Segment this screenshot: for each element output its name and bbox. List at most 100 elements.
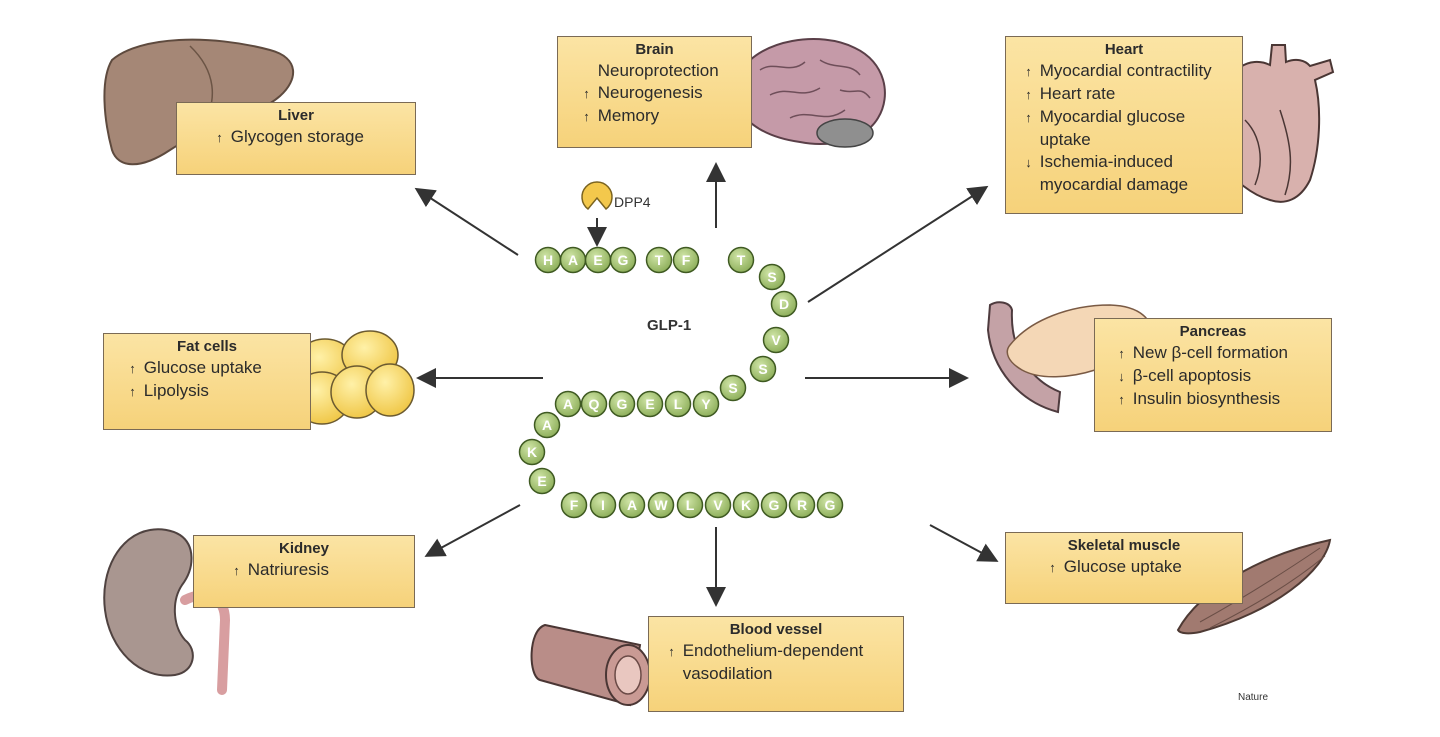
heart-title: Heart — [1104, 41, 1144, 58]
dpp4-label: DPP4 — [614, 194, 651, 210]
effect-item: ↑ Glucose uptake — [1046, 556, 1242, 579]
peptide-residue-label: F — [570, 497, 579, 513]
effect-item: ↑ Glycogen storage — [213, 126, 415, 149]
peptide-bead — [676, 491, 704, 519]
effect-item: ↑ Glucose uptake — [126, 357, 310, 380]
peptide-residue-label: A — [563, 396, 573, 412]
blood-vessel-illustration — [530, 623, 651, 707]
peptide-residue-label: E — [645, 396, 654, 412]
effect-text: Heart rate — [1035, 84, 1116, 103]
arrow-liver — [414, 187, 519, 256]
peptide-residue-label: A — [568, 252, 578, 268]
peptide-bead — [647, 491, 675, 519]
credit-label: Nature — [1238, 692, 1269, 703]
peptide-bead — [533, 411, 561, 439]
peptide-residue-label: G — [769, 497, 780, 513]
blood-vessel-effects: ↑ Endothelium-dependent vasodilation — [649, 640, 903, 685]
fat-cells-illustration — [293, 330, 415, 425]
up-arrow-icon: ↑ — [1025, 87, 1032, 102]
peptide-bead — [704, 491, 732, 519]
heart-box: Heart ↑ Myocardial contractility↑ Heart … — [1005, 36, 1243, 214]
peptide-residue-label: S — [728, 380, 737, 396]
effect-text: Neurogenesis — [593, 83, 703, 102]
arrow-muscle — [929, 524, 999, 562]
brain-box: Brain Neuroprotection↑ Neurogenesis↑ Mem… — [557, 36, 752, 148]
effect-item: ↑ Natriuresis — [230, 559, 414, 582]
fat-cells-title: Fat cells — [176, 338, 238, 355]
heart-effects: ↑ Myocardial contractility↑ Heart rate↑ … — [1006, 60, 1242, 196]
peptide-residue-label: Y — [701, 396, 711, 412]
peptide-bead — [618, 491, 646, 519]
liver-title: Liver — [278, 107, 314, 124]
blood-vessel-title: Blood vessel — [729, 621, 823, 638]
peptide-residue-label: F — [682, 252, 691, 268]
kidney-effects: ↑ Natriuresis — [194, 559, 414, 582]
dpp4-enzyme-icon — [581, 181, 613, 211]
peptide-residue-label: V — [713, 497, 723, 513]
peptide-bead — [727, 246, 755, 274]
peptide-residue-label: S — [758, 361, 767, 377]
up-arrow-icon: ↑ — [1118, 346, 1125, 361]
effect-item: ↓ Ischemia-induced — [1022, 151, 1242, 174]
peptide-residue-label: W — [654, 497, 668, 513]
up-arrow-icon: ↑ — [1118, 392, 1125, 407]
peptide-residue-label: D — [779, 296, 789, 312]
effect-item: ↑ Lipolysis — [126, 380, 310, 403]
peptide-bead — [692, 390, 720, 418]
kidney-box: Kidney ↑ Natriuresis — [193, 535, 415, 608]
blood-vessel-box: Blood vessel ↑ Endothelium-dependent vas… — [648, 616, 904, 712]
peptide-bead — [732, 491, 760, 519]
down-arrow-icon: ↓ — [1118, 369, 1125, 384]
up-arrow-icon: ↑ — [1025, 110, 1032, 125]
effect-text: myocardial damage — [1035, 175, 1189, 194]
up-arrow-icon: ↑ — [129, 384, 136, 399]
up-arrow-icon: ↑ — [1049, 560, 1056, 575]
peptide-residue-label: G — [825, 497, 836, 513]
peptide-bead — [608, 390, 636, 418]
peptide-bead — [760, 491, 788, 519]
up-arrow-icon: ↑ — [668, 644, 675, 659]
effect-text: Endothelium-dependent — [678, 641, 864, 660]
peptide-residue-label: V — [771, 332, 781, 348]
brain-title: Brain — [635, 41, 674, 58]
peptide-residue-label: I — [601, 497, 605, 513]
effect-text: New β-cell formation — [1128, 343, 1288, 362]
effect-item: ↑ Neurogenesis — [580, 82, 751, 105]
peptide-bead — [749, 355, 777, 383]
skeletal-muscle-effects: ↑ Glucose uptake — [1006, 556, 1242, 579]
peptide-residue-label: L — [674, 396, 683, 412]
peptide-residue-label: G — [617, 396, 628, 412]
pancreas-box: Pancreas ↑ New β-cell formation↓ β-cell … — [1094, 318, 1332, 432]
effect-item: myocardial damage — [1022, 174, 1242, 196]
effect-text: Lipolysis — [139, 381, 209, 400]
effect-text: Insulin biosynthesis — [1128, 389, 1281, 408]
up-arrow-icon: ↑ — [1025, 64, 1032, 79]
peptide-bead — [518, 438, 546, 466]
peptide-bead — [758, 263, 786, 291]
peptide-bead — [719, 374, 747, 402]
effect-item: uptake — [1022, 129, 1242, 151]
effect-item: ↑ Endothelium-dependent — [665, 640, 903, 663]
effect-item: Neuroprotection — [580, 60, 751, 82]
arrow-heart — [807, 185, 989, 303]
brain-illustration — [734, 38, 886, 148]
peptide-residue-label: K — [527, 444, 537, 460]
peptide-bead — [788, 491, 816, 519]
peptide-bead — [672, 246, 700, 274]
effect-text: Glucose uptake — [139, 358, 262, 377]
glp1-label: GLP-1 — [647, 317, 692, 334]
peptide-residue-label: G — [618, 252, 629, 268]
skeletal-muscle-box: Skeletal muscle ↑ Glucose uptake — [1005, 532, 1243, 604]
effect-text: vasodilation — [678, 664, 773, 683]
peptide-residue-label: H — [543, 252, 553, 268]
effect-item: ↑ Insulin biosynthesis — [1115, 388, 1331, 411]
peptide-bead — [762, 326, 790, 354]
peptide-bead — [528, 467, 556, 495]
effect-item: vasodilation — [665, 663, 903, 685]
liver-box: Liver ↑ Glycogen storage — [176, 102, 416, 175]
peptide-bead — [645, 246, 673, 274]
effect-text: Myocardial glucose — [1035, 107, 1186, 126]
effect-text: Neuroprotection — [593, 61, 719, 80]
effect-item: ↑ Heart rate — [1022, 83, 1242, 106]
